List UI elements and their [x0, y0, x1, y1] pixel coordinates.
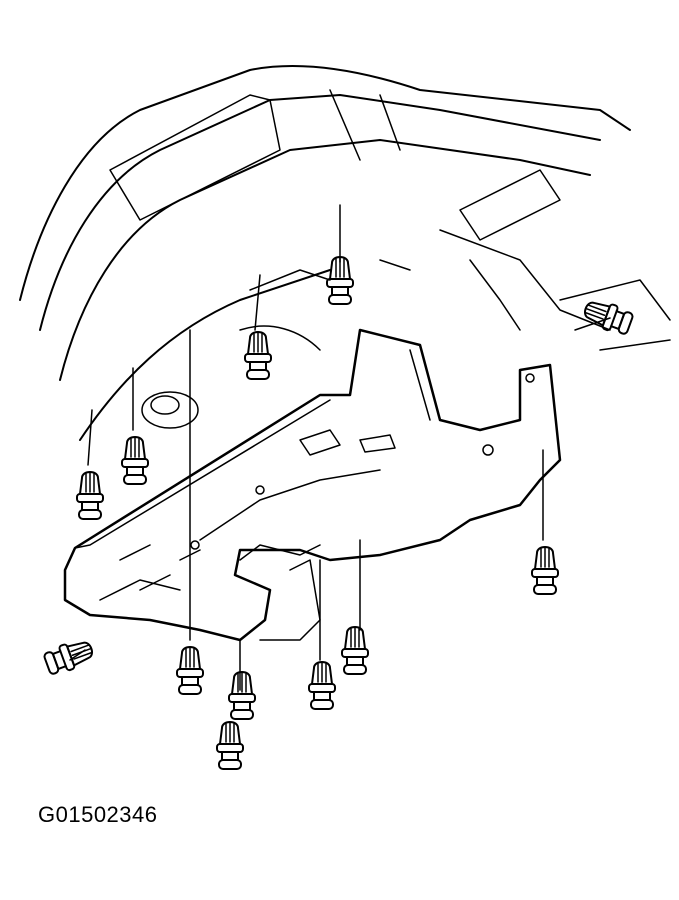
splash-shield-panel [63, 328, 562, 642]
push-clip-icon [244, 331, 272, 380]
push-clip-icon [341, 626, 369, 675]
figure-code: G01502346 [38, 802, 158, 827]
push-clip-icon [531, 546, 559, 595]
push-clip-icon [176, 646, 204, 695]
push-clip-icon [121, 436, 149, 485]
push-clip-icon [76, 471, 104, 520]
push-clip-icon [308, 661, 336, 710]
push-clip-icon [228, 671, 256, 720]
push-clip-icon [580, 295, 636, 338]
push-clip-icon [326, 256, 354, 305]
bumper-outline [19, 65, 671, 441]
push-clip-icon [41, 635, 97, 678]
leader-lines [69, 204, 611, 691]
push-clip-icon [216, 721, 244, 770]
